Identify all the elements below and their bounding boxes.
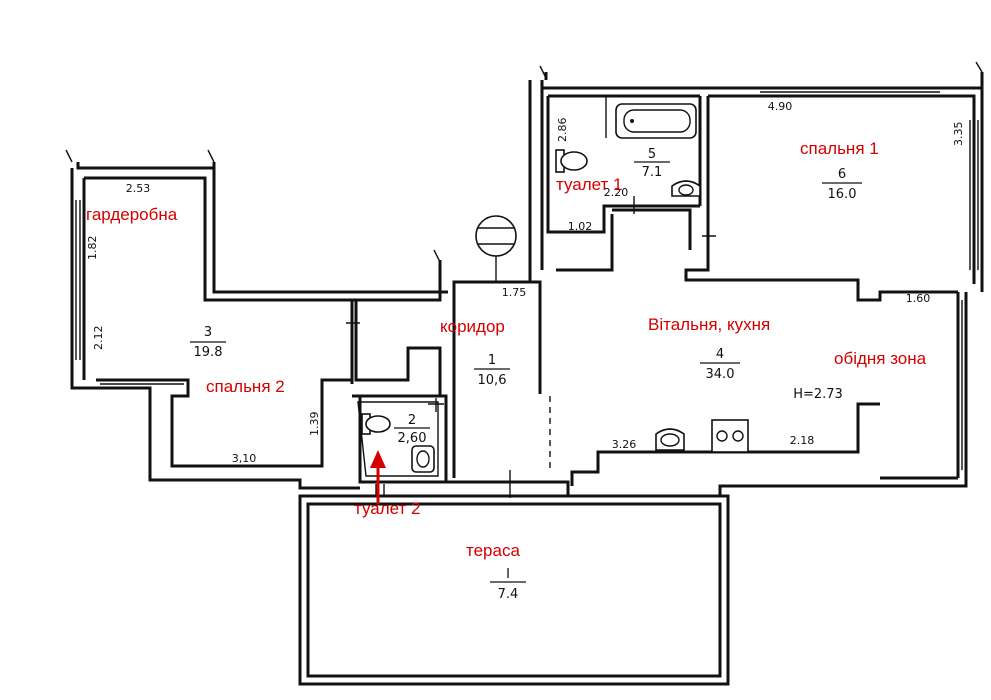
dimension-label: 2.53 [126, 182, 151, 195]
room-number: 1 [488, 353, 496, 368]
room-number: 4 [716, 347, 724, 362]
room-area: 16.0 [828, 187, 857, 202]
room-area: 7.1 [642, 165, 663, 180]
toilet-icon [555, 149, 588, 173]
room-label-toilet2: туалет 2 [354, 499, 421, 518]
dimension-label: 3,10 [232, 452, 257, 465]
room-label-corridor: коридор [440, 317, 505, 336]
dimension-label: 3.26 [612, 438, 637, 451]
dimension-label: 1.39 [308, 412, 321, 437]
dimension-label: 2.86 [556, 118, 569, 143]
walls [65, 61, 984, 686]
room-labels: гардеробна спальня 2 коридор туалет 2 ту… [86, 139, 927, 560]
sink-icon [671, 180, 701, 197]
dimension-label: 1.60 [906, 292, 931, 305]
dimension-label: 2.20 [604, 186, 629, 199]
room-area: 19.8 [194, 345, 223, 360]
dimension-label: 4.90 [768, 100, 793, 113]
room-label-wardrobe: гардеробна [86, 205, 178, 224]
room-number: 3 [204, 325, 212, 340]
dimension-label: 1.82 [86, 236, 99, 261]
dimensions: 2.53 1.82 2.12 3,10 1.39 1.75 2.86 2.20 … [86, 100, 965, 465]
room-area: 7.4 [498, 587, 519, 602]
room-area: 10,6 [478, 373, 507, 388]
room-number: 5 [648, 147, 656, 162]
dimension-label: 1.75 [502, 286, 527, 299]
toilet-icon [361, 413, 391, 435]
room-label-terrace: тераса [466, 541, 520, 560]
room-number: 6 [838, 167, 846, 182]
dimension-label: 2.12 [92, 326, 105, 351]
fixtures [361, 103, 749, 504]
bathtub-icon [615, 103, 697, 139]
room-label-toilet1: туалет 1 [556, 175, 623, 194]
room-label-bedroom2: спальня 2 [206, 377, 285, 396]
dimension-label: 3.35 [952, 122, 965, 147]
room-number: I [506, 567, 510, 582]
room-numbers: 3 19.8 1 10,6 2 2,60 4 34.0 5 7.1 6 16.0… [190, 147, 862, 602]
arrow-up-icon [370, 450, 386, 504]
dimension-label: 1.02 [568, 220, 593, 233]
room-label-living: Вітальня, кухня [648, 315, 770, 334]
room-label-bedroom1: спальня 1 [800, 139, 879, 158]
dimension-label: 2.18 [790, 434, 815, 447]
room-area: 2,60 [398, 431, 427, 446]
sink-icon [411, 445, 435, 473]
room-number: 2 [408, 413, 416, 428]
stove-icon [711, 419, 749, 453]
sink-icon [655, 428, 685, 451]
room-area: 34.0 [706, 367, 735, 382]
round-column-icon [475, 215, 517, 282]
room-label-dining: обідня зона [834, 349, 927, 368]
ceiling-height-label: H=2.73 [793, 387, 843, 402]
